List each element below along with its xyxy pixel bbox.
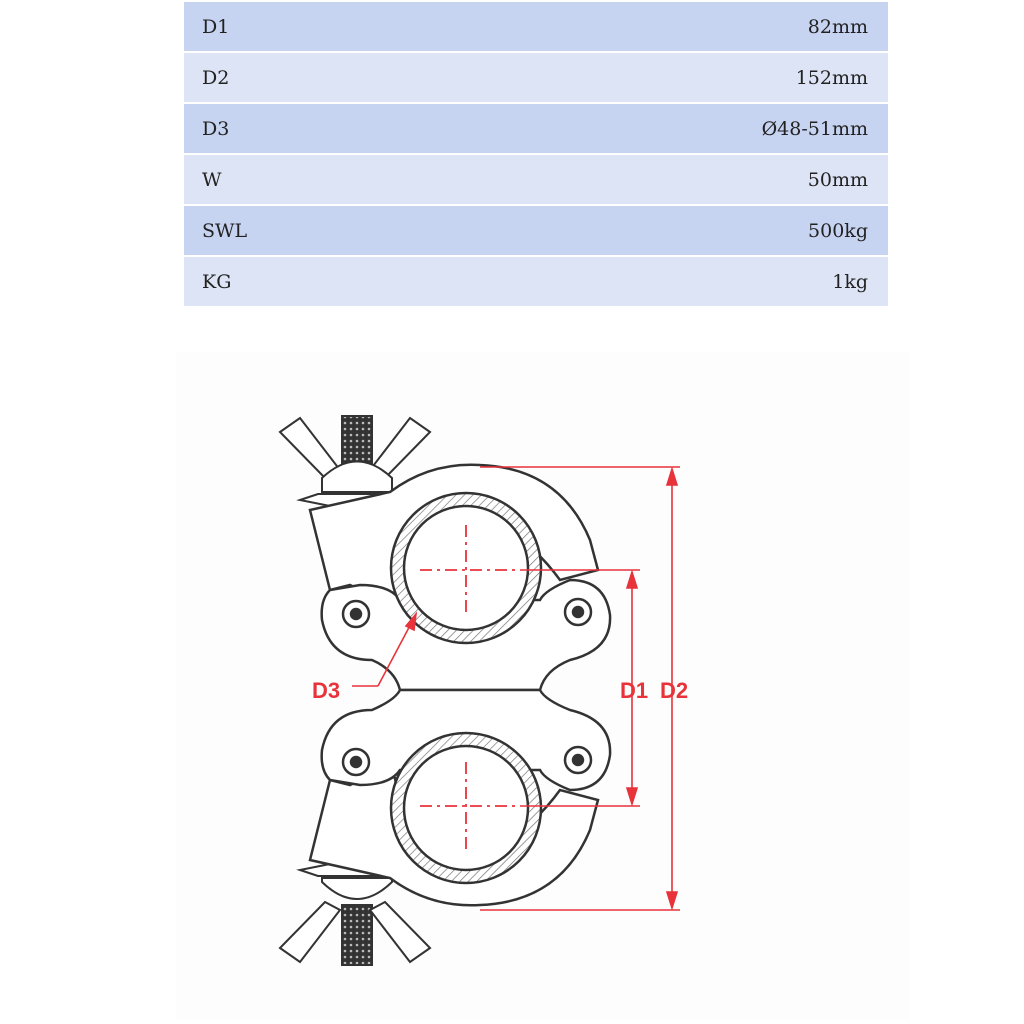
d1-arrow-bottom <box>625 787 639 807</box>
bottom-clamp-body <box>308 688 612 907</box>
dimension-lines <box>352 466 680 911</box>
d3-arrow <box>404 611 418 632</box>
spec-key: SWL <box>202 219 248 242</box>
spec-row-d2: D2 152mm <box>184 53 888 104</box>
spec-row-w: W 50mm <box>184 155 888 206</box>
bottom-tube-bore <box>402 744 530 872</box>
bottom-wing-right <box>368 900 432 964</box>
d2-arrow-bottom <box>665 891 679 911</box>
spec-value: 1kg <box>832 270 868 293</box>
spec-value: 50mm <box>807 168 868 191</box>
d1-arrow-top <box>625 569 639 589</box>
spec-row-d3: D3 Ø48-51mm <box>184 104 888 155</box>
spec-row-kg: KG 1kg <box>184 257 888 308</box>
spec-value: 152mm <box>795 66 868 89</box>
spec-row-swl: SWL 500kg <box>184 206 888 257</box>
bottom-nut-dome <box>321 877 393 900</box>
spec-key: D3 <box>202 117 230 140</box>
d3-leader-diagonal <box>377 617 415 687</box>
centerlines <box>420 525 520 850</box>
spec-value: 500kg <box>808 219 868 242</box>
spec-value: 82mm <box>807 15 868 38</box>
spec-key: W <box>202 168 222 191</box>
spec-key: D2 <box>202 66 230 89</box>
spec-row-d1: D1 82mm <box>184 2 888 53</box>
spec-table: D1 82mm D2 152mm D3 Ø48-51mm W 50mm SWL … <box>184 2 888 308</box>
d2-arrow-top <box>665 466 679 486</box>
spec-key: D1 <box>202 15 230 38</box>
top-clamp-body <box>308 463 612 692</box>
top-nut-dome <box>321 460 393 493</box>
d3-label: D3 <box>312 678 340 703</box>
bottom-bolt-thread <box>341 904 373 966</box>
spec-key: KG <box>202 270 232 293</box>
spec-value: Ø48-51mm <box>761 117 868 140</box>
diagram-area <box>176 352 910 1020</box>
bottom-wing-left <box>278 900 342 964</box>
d2-label: D2 <box>660 678 688 703</box>
d1-label: D1 <box>620 678 648 703</box>
top-wing-left <box>278 416 342 480</box>
